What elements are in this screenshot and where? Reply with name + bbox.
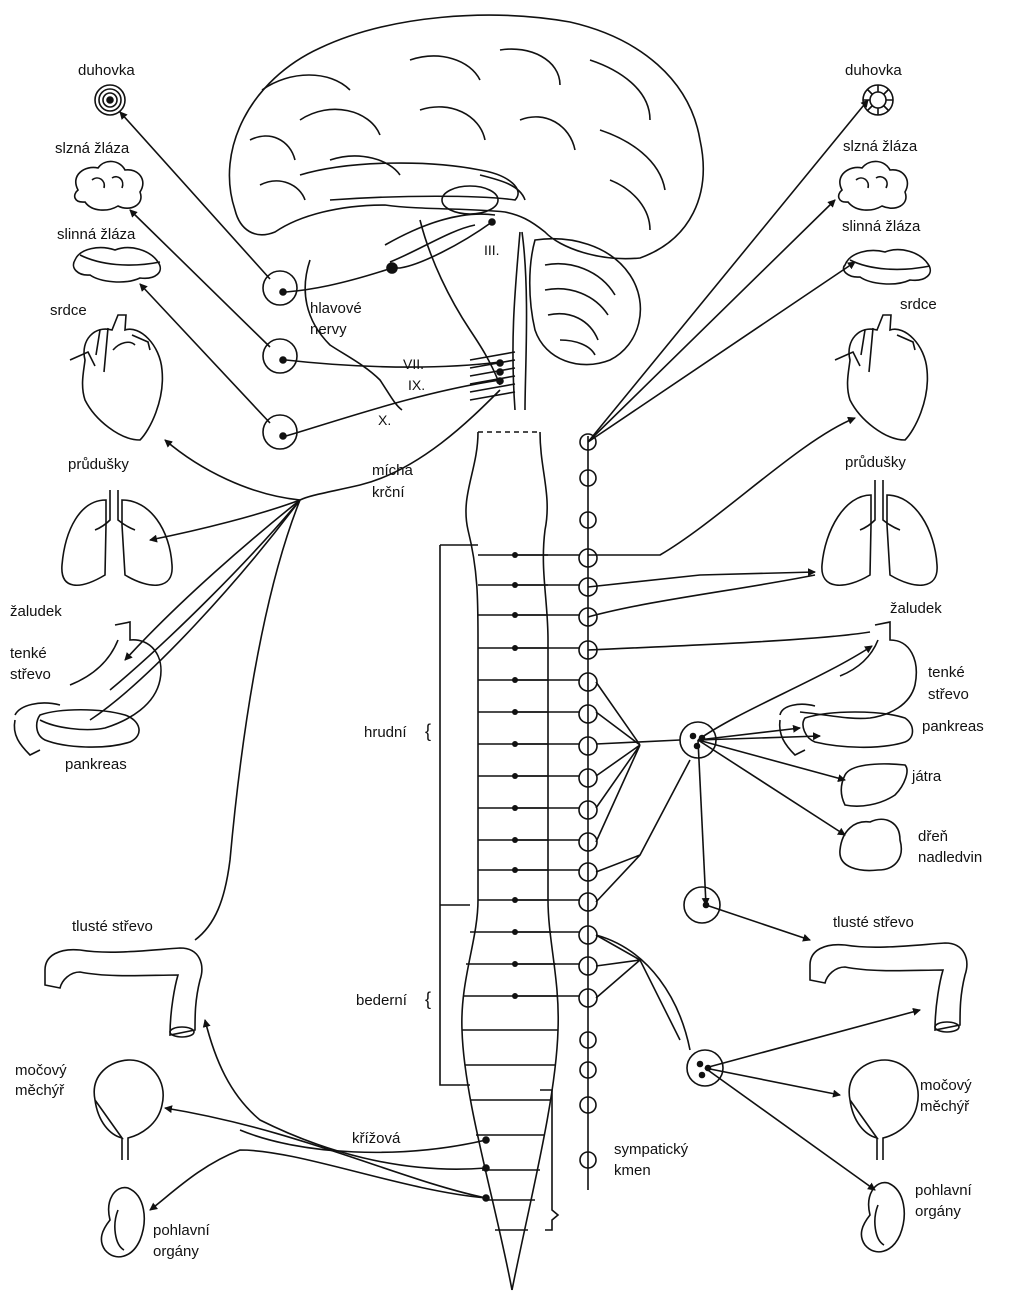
label-right-salivary-gland: slinná žláza [842, 218, 920, 236]
right-liver-icon [841, 764, 907, 806]
label-sympathetic-trunk-1: sympatický [614, 1141, 688, 1159]
label-right-adrenal-2: nadledvin [918, 849, 982, 867]
label-sympathetic-trunk-2: kmen [614, 1162, 651, 1180]
label-cranial-nerves-2: nervy [310, 321, 347, 339]
label-right-adrenal-1: dřeň [918, 828, 948, 846]
label-right-genitals-1: pohlavní [915, 1182, 972, 1200]
left-lacrimal-gland-icon [75, 161, 143, 210]
right-lacrimal-gland-icon [839, 161, 908, 210]
right-genitals-icon [861, 1183, 904, 1252]
label-left-salivary-gland: slinná žláza [57, 226, 135, 244]
label-right-bladder-1: močový [920, 1077, 972, 1095]
label-left-small-intestine-2: střevo [10, 666, 51, 684]
label-left-genitals-1: pohlavní [153, 1222, 210, 1240]
brain [229, 15, 703, 410]
label-right-stomach: žaludek [890, 600, 942, 618]
label-left-lacrimal-gland: slzná žláza [55, 140, 129, 158]
label-right-lacrimal-gland: slzná žláza [843, 138, 917, 156]
left-salivary-gland-icon [73, 248, 160, 282]
label-nerve-III: III. [484, 242, 500, 258]
label-left-bladder-2: měchýř [15, 1082, 64, 1100]
lumbar-bracket: { [425, 990, 431, 1008]
sympathetic-trunk [579, 434, 597, 1190]
left-genitals-icon [101, 1188, 144, 1257]
label-right-liver: játra [912, 768, 941, 786]
label-right-colon: tlusté střevo [833, 914, 914, 932]
label-right-pancreas: pankreas [922, 718, 984, 736]
label-left-heart: srdce [50, 302, 87, 320]
label-sacral: křížová [352, 1130, 400, 1148]
label-lumbar: bederní [356, 992, 407, 1010]
label-cranial-nerves-1: hlavové [310, 300, 362, 318]
right-adrenal-icon [840, 819, 901, 870]
label-cervical-2: krční [372, 484, 405, 502]
label-right-bronchi: průdušky [845, 454, 906, 472]
right-salivary-gland-icon [843, 250, 930, 284]
right-lungs-icon [822, 480, 937, 585]
label-right-small-intestine-2: střevo [928, 686, 969, 704]
left-colon-icon [45, 948, 202, 1037]
label-left-small-intestine-1: tenké [10, 645, 47, 663]
label-left-iris: duhovka [78, 62, 135, 80]
label-thoracic: hrudní [364, 724, 407, 742]
label-left-colon: tlusté střevo [72, 918, 153, 936]
label-left-bladder-1: močový [15, 1062, 67, 1080]
right-bladder-icon [849, 1060, 918, 1160]
label-right-small-intestine-1: tenké [928, 664, 965, 682]
label-left-bronchi: průdušky [68, 456, 129, 474]
label-nerve-X: X. [378, 412, 391, 428]
label-right-iris: duhovka [845, 62, 902, 80]
left-lungs-icon [62, 490, 172, 585]
label-right-heart: srdce [900, 296, 937, 314]
label-nerve-IX: IX. [408, 377, 425, 393]
label-left-genitals-2: orgány [153, 1243, 199, 1261]
label-left-stomach: žaludek [10, 603, 62, 621]
label-left-pancreas: pankreas [65, 756, 127, 774]
thoracic-bracket: { [425, 722, 431, 740]
label-nerve-VII: VII. [403, 356, 424, 372]
mesenteric-ganglion [684, 887, 720, 923]
label-right-genitals-2: orgány [915, 1203, 961, 1221]
left-bladder-icon [94, 1060, 163, 1160]
right-iris-icon [863, 85, 893, 115]
label-right-bladder-2: měchýř [920, 1098, 969, 1116]
label-cervical-1: mícha [372, 462, 413, 480]
right-stomach-icon [800, 622, 916, 718]
left-iris-icon [95, 85, 125, 115]
left-heart-icon [70, 315, 162, 440]
